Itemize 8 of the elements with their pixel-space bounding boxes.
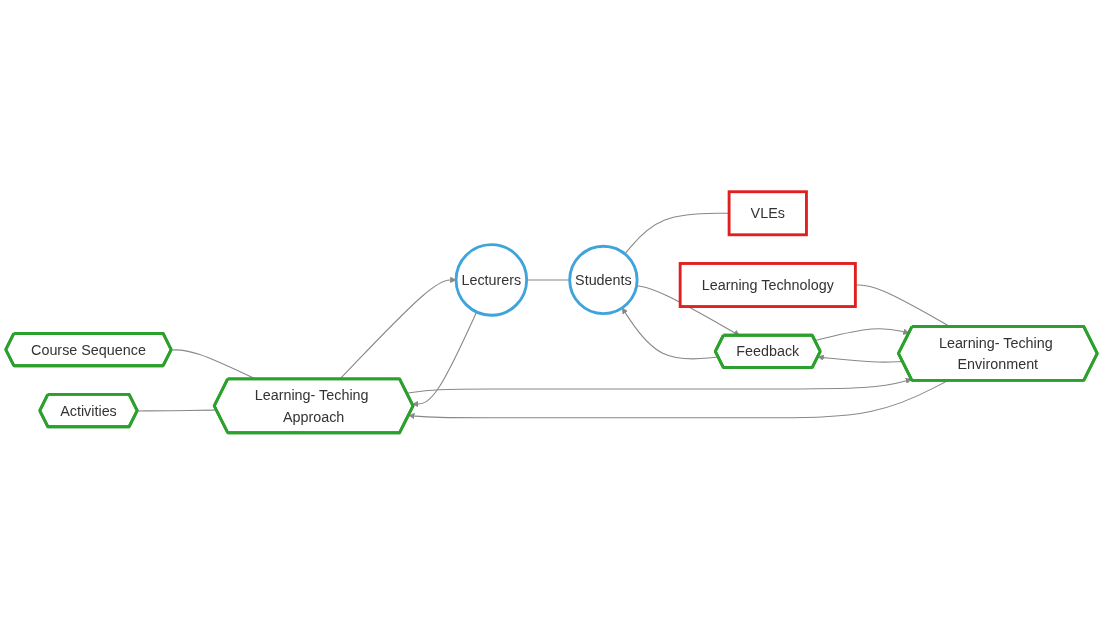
node-circle: Students <box>568 244 639 315</box>
node-circle: Lecturers <box>454 242 529 317</box>
connector <box>624 212 730 255</box>
node-box: Learning Technology <box>678 261 857 308</box>
node-box: VLEs <box>727 190 808 236</box>
arrow <box>636 284 740 336</box>
arrow <box>406 377 912 394</box>
arrow <box>412 311 478 407</box>
